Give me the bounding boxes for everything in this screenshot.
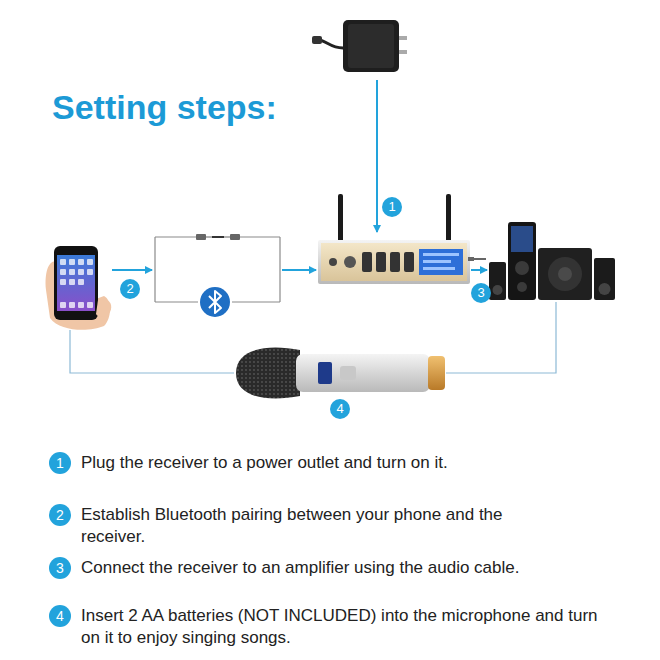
bracket-arrow xyxy=(282,269,316,271)
step-number: 1 xyxy=(49,452,71,474)
receiver-arrow xyxy=(471,269,487,271)
callout-circle: 2 xyxy=(120,279,140,299)
step-item: 1 Plug the receiver to a power outlet and… xyxy=(49,452,609,474)
step-number: 3 xyxy=(49,557,71,579)
step-item: 2 Establish Bluetooth pairing between you… xyxy=(49,504,539,548)
callout-circle: 3 xyxy=(471,283,491,303)
callout-circle: 4 xyxy=(330,399,350,419)
bluetooth-symbol xyxy=(200,287,230,317)
step-number: 4 xyxy=(49,605,71,627)
power-arrow xyxy=(376,80,378,232)
step-text: Insert 2 AA batteries (NOT INCLUDED) int… xyxy=(81,605,609,649)
power-adapter xyxy=(312,20,407,72)
callout-number: 1 xyxy=(388,199,395,214)
wireless-microphone xyxy=(236,348,445,399)
step-text: Plug the receiver to a power outlet and … xyxy=(81,452,609,474)
diagram-title: Setting steps: xyxy=(52,88,277,127)
phone-mic-line xyxy=(70,330,234,373)
callout-number: 3 xyxy=(477,285,484,300)
speaker-mic-line xyxy=(446,302,556,373)
speaker-set xyxy=(489,222,615,300)
step-text: Connect the receiver to an amplifier usi… xyxy=(81,557,639,579)
step-number: 2 xyxy=(49,504,71,526)
speaker-cable xyxy=(468,257,486,261)
wireless-receiver xyxy=(318,194,470,284)
callout-number: 4 xyxy=(336,401,343,416)
phone-in-hand xyxy=(46,246,112,330)
step-text: Establish Bluetooth pairing between your… xyxy=(81,504,539,548)
callout-number: 2 xyxy=(126,281,133,296)
phone-arrow xyxy=(112,269,152,271)
step-item: 4 Insert 2 AA batteries (NOT INCLUDED) in… xyxy=(49,605,609,649)
callout-circle: 1 xyxy=(382,197,402,217)
audio-cable xyxy=(196,234,240,240)
step-item: 3 Connect the receiver to an amplifier us… xyxy=(49,557,639,579)
